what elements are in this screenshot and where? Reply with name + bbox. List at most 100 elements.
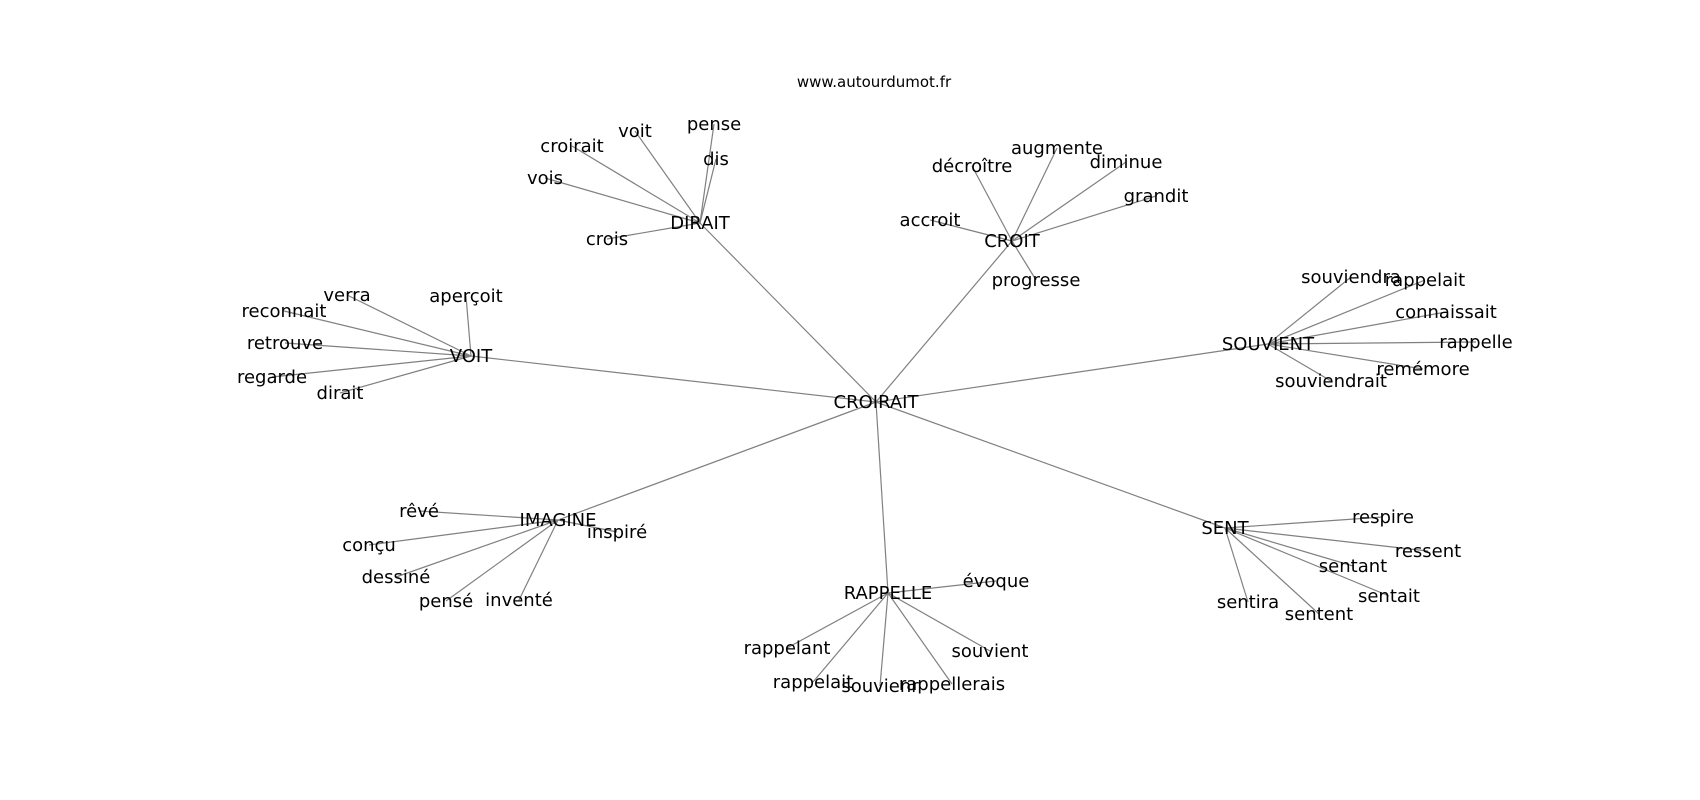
edge-voit-reconnait (283, 310, 472, 357)
leaf-node-connaissait: connaissait (1395, 302, 1497, 323)
source-url: www.autourdumot.fr (797, 73, 952, 91)
hub-node-imagine: IMAGINE (520, 510, 597, 531)
edge-rappelle-rappellerais (887, 592, 953, 685)
edge-center-imagine (557, 401, 877, 521)
leaf-node-souvienr: souvienr (841, 676, 919, 697)
edge-imagine-inspire (557, 519, 618, 533)
edge-souvient-rappelait (1267, 279, 1426, 345)
edge-rappelle-rappelait (812, 592, 889, 683)
leaf-node-rappelle: rappelle (1439, 332, 1512, 353)
leaf-node-croirait: croirait (540, 136, 603, 157)
leaf-node-regarde: regarde (237, 367, 307, 388)
edge-croit-accroit (929, 219, 1013, 242)
leaf-node-retrouve: retrouve (247, 333, 323, 354)
edge-center-souvient (875, 343, 1269, 403)
leaf-node-pense: pensé (419, 591, 473, 612)
edge-rappelle-evoque (887, 580, 997, 594)
edges-layer (271, 123, 1477, 687)
leaf-node-rememore: remémore (1376, 359, 1469, 380)
edge-center-dirait (699, 222, 877, 403)
leaf-node-sentira: sentira (1217, 592, 1279, 613)
leaf-node-dirait: dirait (317, 383, 364, 404)
hub-node-rappelle: RAPPELLE (844, 583, 933, 604)
edge-sent-ressent (1224, 527, 1429, 552)
edge-rappelle-souvienr (879, 592, 889, 687)
edge-dirait-voit (634, 130, 701, 224)
edge-imagine-invente (518, 519, 559, 601)
edge-imagine-pense (445, 519, 559, 602)
leaf-node-rappellerais: rappellerais (899, 674, 1005, 695)
edge-imagine-dessine (395, 519, 559, 578)
leaf-node-rappelant: rappelant (744, 638, 831, 659)
edge-souvient-rappelle (1267, 341, 1477, 345)
edge-souvient-connaissait (1267, 311, 1447, 345)
leaf-node-sentant: sentant (1319, 556, 1387, 577)
edge-croit-augmente (1011, 147, 1058, 242)
leaf-node-evoque: évoque (963, 571, 1030, 592)
leaf-node-augmente: augmente (1011, 138, 1103, 159)
edge-voit-apercoit (465, 295, 472, 357)
leaf-node-verra: verra (323, 285, 370, 306)
center-node: CROIRAIT (834, 392, 920, 413)
edge-croit-grandit (1011, 195, 1157, 242)
leaf-node-dessine: dessiné (362, 567, 431, 588)
edge-croit-progresse (1011, 240, 1037, 281)
edge-rappelle-souvient (887, 592, 991, 652)
leaf-node-rappelait: rappelait (773, 672, 853, 693)
leaf-node-inspire: inspiré (587, 522, 647, 543)
edge-sent-sentira (1224, 527, 1249, 603)
leaf-node-rappelait: rappelait (1385, 270, 1465, 291)
leaf-node-sentait: sentait (1358, 586, 1420, 607)
hub-node-sent: SENT (1201, 518, 1249, 539)
hub-node-croit: CROIT (984, 231, 1041, 252)
leaf-node-invente: inventé (485, 590, 553, 611)
leaf-node-apercoit: aperçoit (429, 286, 503, 307)
edge-souvient-souviendrait (1267, 343, 1332, 382)
edge-voit-regarde (271, 355, 472, 378)
edge-voit-dirait (339, 355, 472, 394)
leaf-node-accroit: accroit (900, 210, 961, 231)
edge-souvient-souviendra (1267, 276, 1352, 345)
leaf-node-souvient: souvient (952, 641, 1029, 662)
edge-sent-sentait (1224, 527, 1390, 597)
edge-voit-retrouve (284, 342, 472, 357)
edge-croit-decroitre (971, 165, 1013, 242)
leaf-node-ressent: ressent (1395, 541, 1461, 562)
leaf-node-souviendra: souviendra (1301, 267, 1401, 288)
edge-dirait-pense (699, 123, 715, 224)
leaf-node-dis: dis (703, 149, 729, 170)
leaf-node-grandit: grandit (1124, 186, 1189, 207)
leaf-node-decroitre: décroître (932, 156, 1013, 177)
leaf-node-pense: pense (687, 114, 741, 135)
leaf-node-reconnait: reconnait (242, 301, 327, 322)
edge-dirait-crois (606, 222, 701, 240)
edge-sent-respire (1224, 516, 1384, 529)
edge-souvient-rememore (1267, 343, 1424, 370)
edge-croit-diminue (1011, 161, 1127, 242)
hub-node-voit: VOIT (450, 346, 493, 367)
edge-rappelle-rappelant (786, 592, 889, 649)
leaf-node-concu: conçu (342, 535, 396, 556)
leaf-node-crois: crois (586, 229, 628, 250)
leaf-node-vois: vois (527, 168, 563, 189)
edge-dirait-vois (544, 177, 701, 224)
edge-imagine-concu (368, 519, 559, 546)
hub-node-souvient: SOUVIENT (1222, 334, 1315, 355)
edge-center-croit (875, 240, 1013, 403)
edge-voit-verra (346, 294, 472, 357)
edge-center-rappelle (875, 401, 889, 594)
leaf-node-progresse: progresse (992, 270, 1081, 291)
edge-sent-sentant (1224, 527, 1354, 567)
leaf-node-reve: rêvé (399, 501, 439, 522)
edge-sent-sentent (1224, 527, 1320, 615)
leaf-node-diminue: diminue (1090, 152, 1163, 173)
edge-dirait-croirait (571, 145, 701, 224)
edge-imagine-reve (418, 510, 559, 521)
leaf-node-respire: respire (1352, 507, 1414, 528)
leaf-node-voit: voit (618, 121, 652, 142)
edge-center-sent (875, 401, 1226, 529)
edge-dirait-dis (699, 158, 717, 224)
hub-node-dirait: DIRAIT (670, 213, 731, 234)
